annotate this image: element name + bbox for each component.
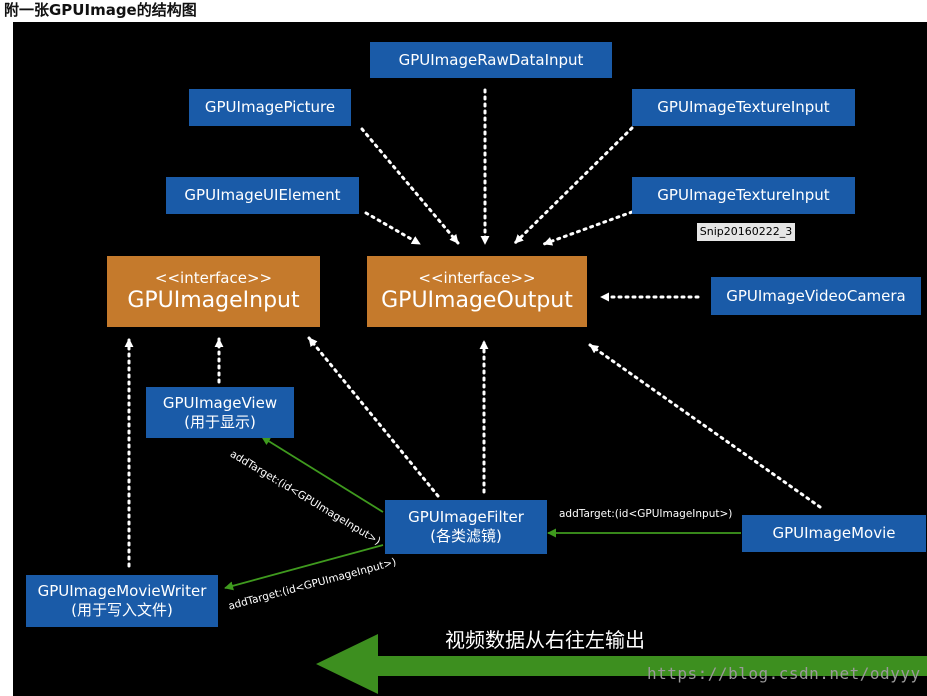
- snip-tag: Snip20160222_3: [697, 223, 795, 241]
- node-texture-input-2: GPUImageTextureInput: [632, 177, 855, 214]
- node-label: GPUImageTextureInput: [657, 186, 830, 204]
- interface-kind: <<interface>>: [418, 268, 536, 287]
- node-picture: GPUImagePicture: [189, 89, 351, 126]
- node-note: (用于写入文件): [71, 601, 173, 619]
- node-video-camera: GPUImageVideoCamera: [711, 277, 921, 315]
- node-label: GPUImageMovie: [772, 524, 896, 542]
- edge-label-movie-to-filter: addTarget:(id<GPUImageInput>): [559, 508, 733, 520]
- interface-name: GPUImageOutput: [381, 287, 573, 313]
- node-view: GPUImageView (用于显示): [146, 387, 294, 438]
- node-label: GPUImageVideoCamera: [726, 286, 906, 305]
- node-label: GPUImageFilter: [408, 508, 524, 526]
- interface-kind: <<interface>>: [154, 268, 273, 287]
- node-note: (各类滤镜): [430, 527, 502, 545]
- flow-arrow: [316, 634, 927, 694]
- node-note: (用于显示): [184, 412, 256, 431]
- node-movie-writer: GPUImageMovieWriter (用于写入文件): [26, 575, 218, 627]
- node-movie: GPUImageMovie: [742, 515, 926, 552]
- green-arrow-filter-to-writer: [224, 544, 384, 591]
- node-label: GPUImageTextureInput: [657, 98, 830, 116]
- flow-text: 视频数据从右往左输出: [445, 628, 645, 652]
- green-arrow-filter-to-view: [261, 436, 384, 513]
- arrow-picture-to-output: [360, 127, 460, 245]
- node-raw-data-input: GPUImageRawDataInput: [370, 42, 612, 78]
- node-filter: GPUImageFilter (各类滤镜): [385, 500, 547, 554]
- interface-input: <<interface>> GPUImageInput: [107, 256, 320, 327]
- interface-name: GPUImageInput: [127, 287, 300, 313]
- node-label: GPUImageRawDataInput: [398, 50, 584, 69]
- node-label: GPUImageView: [162, 393, 278, 412]
- arrow-texture1-to-output: [513, 126, 634, 245]
- node-ui-element: GPUImageUIElement: [166, 177, 359, 214]
- node-label: GPUImageUIElement: [184, 186, 341, 204]
- node-label: GPUImageMovieWriter: [37, 582, 207, 600]
- watermark: https://blog.csdn.net/odyyy: [647, 664, 921, 683]
- caption: 附一张GPUImage的结构图: [4, 1, 197, 19]
- node-label: GPUImagePicture: [204, 98, 336, 116]
- arrow-movie-to-output: [588, 343, 822, 509]
- node-texture-input-1: GPUImageTextureInput: [632, 89, 855, 126]
- interface-output: <<interface>> GPUImageOutput: [367, 256, 587, 327]
- arrow-filter-to-input: [307, 336, 440, 498]
- arrow-texture2-to-output: [542, 210, 634, 246]
- arrow-uielement-to-output: [364, 211, 422, 246]
